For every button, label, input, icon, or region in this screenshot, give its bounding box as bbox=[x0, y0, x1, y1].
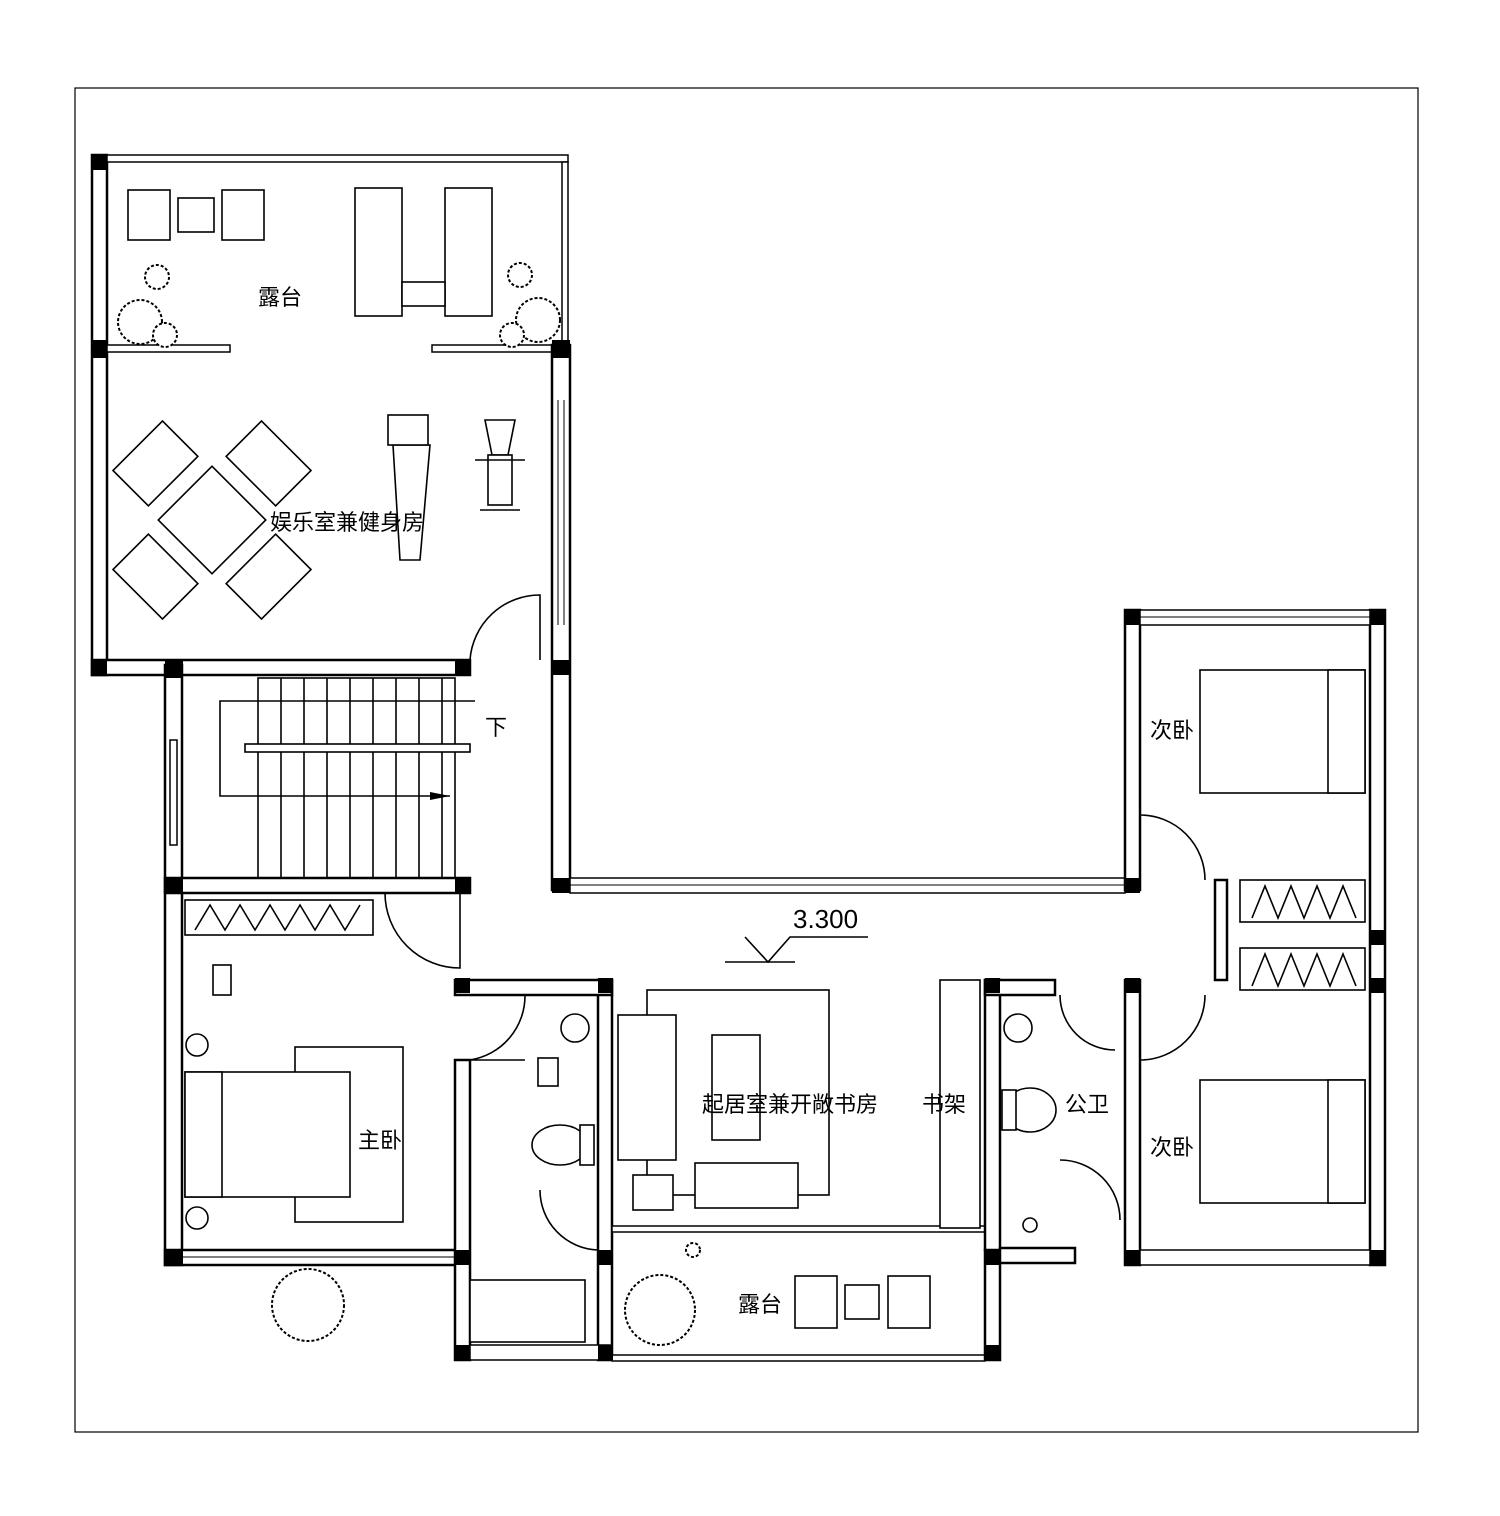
stairs: 下 bbox=[219, 677, 507, 879]
drawing-frame bbox=[74, 87, 1419, 1433]
stair-down-label: 下 bbox=[485, 716, 507, 741]
elevation-marker: 3.300 bbox=[725, 904, 868, 964]
furniture bbox=[111, 187, 1366, 1346]
columns bbox=[92, 155, 1385, 1360]
label-bookshelf: 书架 bbox=[922, 1093, 966, 1118]
label-terrace-top: 露台 bbox=[258, 286, 302, 311]
label-public-bath: 公卫 bbox=[1065, 1093, 1109, 1118]
label-master-bedroom: 主卧 bbox=[358, 1129, 402, 1154]
label-terrace-bottom: 露台 bbox=[738, 1293, 782, 1318]
room-labels: 露台 娱乐室兼健身房 次卧 次卧 起居室兼开敞书房 书架 公卫 主卧 露台 bbox=[258, 286, 1194, 1318]
label-gym: 娱乐室兼健身房 bbox=[270, 511, 424, 536]
doors bbox=[384, 594, 1206, 1251]
label-bedroom-secondary-2: 次卧 bbox=[1150, 1136, 1194, 1161]
elevation-value: 3.300 bbox=[793, 904, 858, 934]
label-living: 起居室兼开敞书房 bbox=[702, 1093, 878, 1118]
label-bedroom-secondary-1: 次卧 bbox=[1150, 719, 1194, 744]
